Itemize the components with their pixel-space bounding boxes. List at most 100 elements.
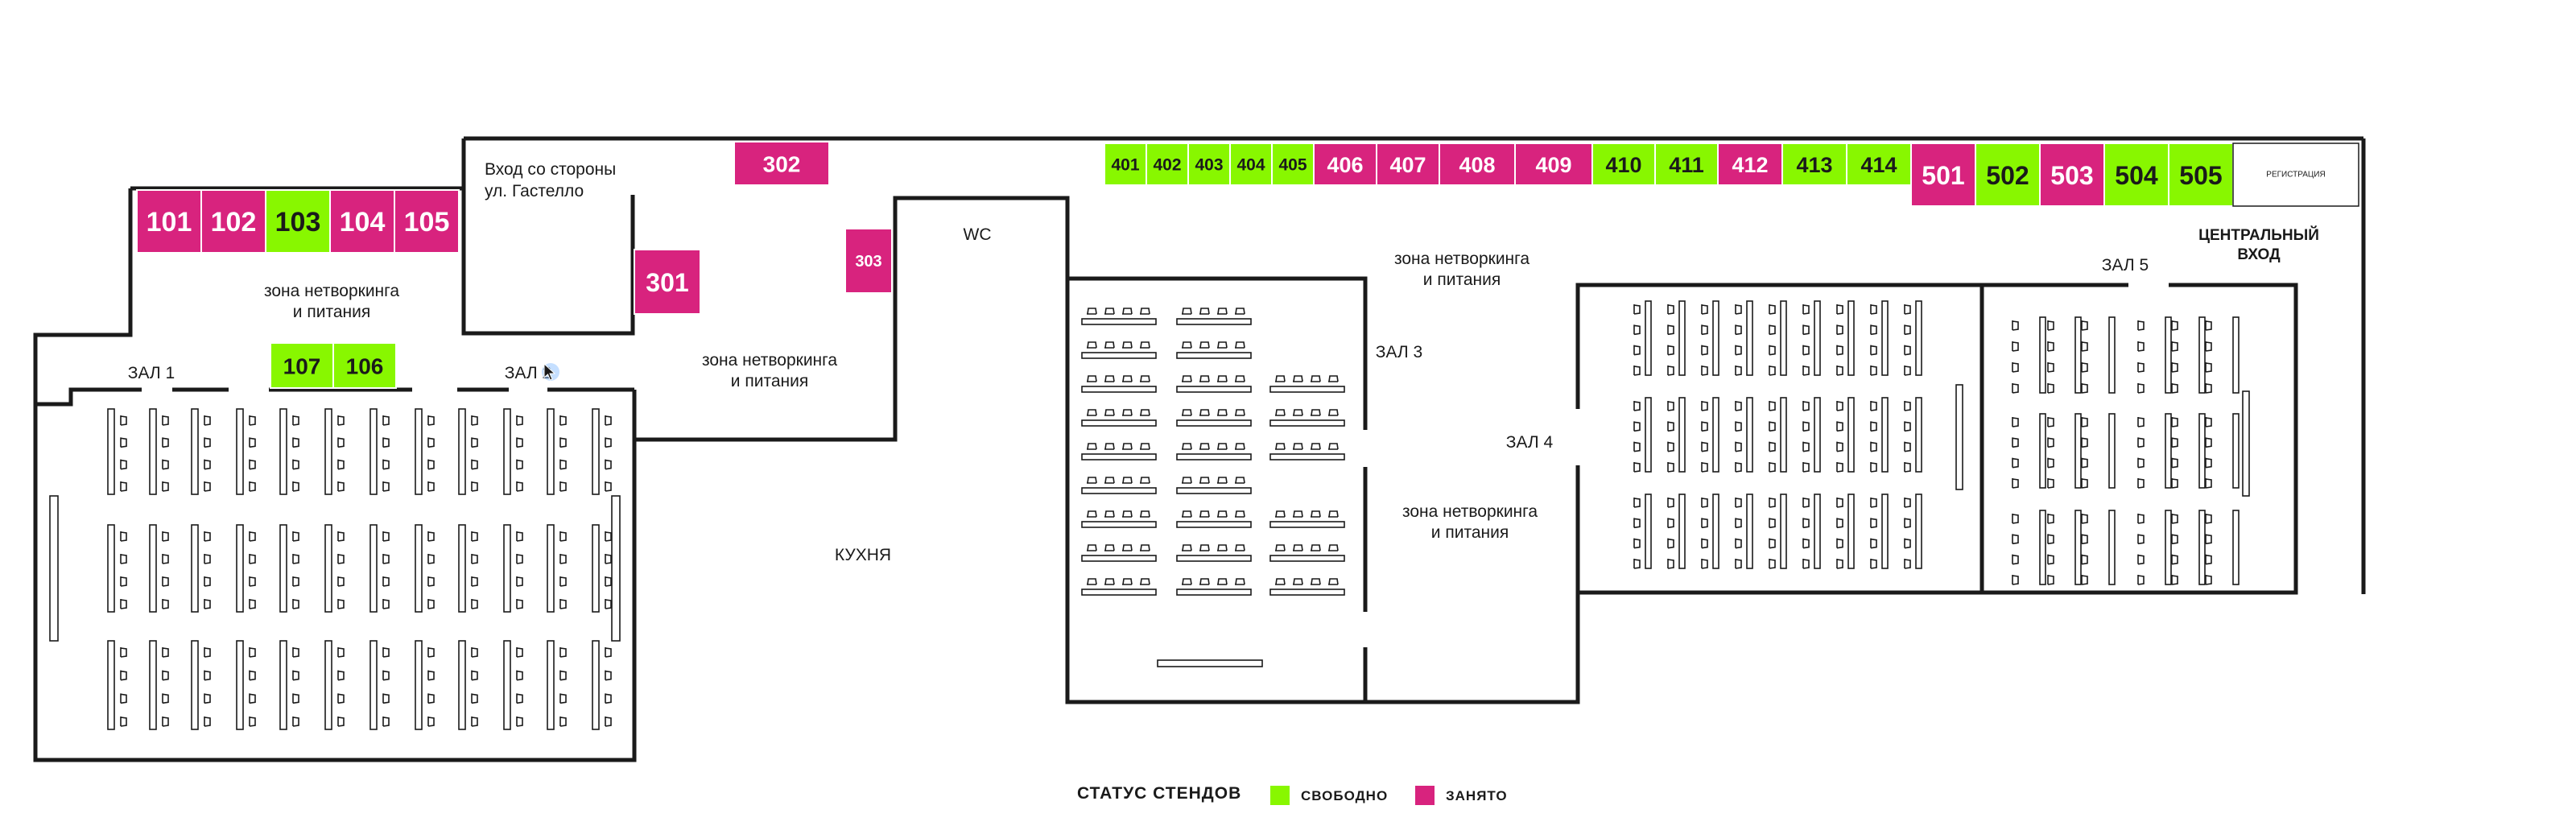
booth-406[interactable]: 406: [1313, 142, 1377, 186]
booth-408[interactable]: 408: [1439, 142, 1516, 186]
chair-icon: [1870, 345, 1877, 356]
booth-402-box[interactable]: [1146, 142, 1189, 186]
booth-402[interactable]: 402: [1146, 142, 1189, 186]
chair-icon: [1701, 345, 1708, 356]
chair-icon: [1293, 510, 1303, 518]
chair-icon: [1235, 510, 1245, 518]
chair-icon: [292, 415, 299, 426]
booth-501-box[interactable]: [1910, 142, 1976, 207]
booth-103-box[interactable]: [265, 189, 331, 254]
booth-301[interactable]: 301: [634, 249, 701, 315]
chair-icon: [1182, 341, 1192, 349]
chair-icon: [1904, 421, 1911, 432]
chair-icon: [1701, 538, 1708, 549]
booth-505[interactable]: 505: [2168, 142, 2234, 207]
booth-406-box[interactable]: [1313, 142, 1377, 186]
chair-icon: [1836, 366, 1843, 376]
booth-412[interactable]: 412: [1717, 142, 1783, 186]
chair-icon: [1182, 477, 1192, 484]
booth-409[interactable]: 409: [1514, 142, 1593, 186]
booth-504-box[interactable]: [2103, 142, 2169, 207]
wall-side-entrance: [461, 188, 635, 336]
chair-icon: [1311, 510, 1321, 518]
chair-icon: [1328, 409, 1339, 416]
chair-icon: [605, 717, 612, 727]
chair-icon: [1122, 443, 1133, 450]
booth-302-box[interactable]: [733, 141, 830, 186]
booth-501[interactable]: 501: [1910, 142, 1976, 207]
chair-icon: [1769, 345, 1776, 356]
booth-502[interactable]: 502: [1975, 142, 2041, 207]
chair-icon: [605, 670, 612, 681]
booth-404-box[interactable]: [1229, 142, 1273, 186]
booth-105-box[interactable]: [394, 189, 460, 254]
chair-icon: [292, 599, 299, 609]
registration-desk: РЕГИСТРАЦИЯ: [2232, 142, 2359, 207]
booth-414[interactable]: 414: [1846, 142, 1912, 186]
booth-503-box[interactable]: [2039, 142, 2105, 207]
booth-411-box[interactable]: [1654, 142, 1719, 186]
side-table: [1955, 384, 1963, 490]
chair-icon: [1904, 538, 1911, 549]
booth-101[interactable]: 101: [136, 189, 202, 254]
bench: [2165, 316, 2172, 394]
chair-icon: [1104, 443, 1115, 450]
chair-icon: [1275, 443, 1286, 450]
booth-411[interactable]: 411: [1654, 142, 1719, 186]
booth-303-box[interactable]: [844, 228, 893, 294]
chair-icon: [337, 554, 345, 564]
booth-103[interactable]: 103: [265, 189, 331, 254]
booth-301-box[interactable]: [634, 249, 701, 315]
booth-302[interactable]: 302: [733, 141, 830, 186]
booth-410-box[interactable]: [1591, 142, 1656, 186]
booth-104[interactable]: 104: [329, 189, 395, 254]
bench: [2232, 316, 2240, 394]
registration-label: РЕГИСТРАЦИЯ: [2266, 171, 2325, 180]
chair-icon: [249, 576, 256, 587]
booth-410[interactable]: 410: [1591, 142, 1656, 186]
booth-303[interactable]: 303: [844, 228, 893, 294]
booth-502-box[interactable]: [1975, 142, 2041, 207]
booth-107[interactable]: 107: [270, 342, 334, 389]
booth-413[interactable]: 413: [1781, 142, 1847, 186]
booth-106-box[interactable]: [332, 342, 397, 389]
booth-104-box[interactable]: [329, 189, 395, 254]
chair-icon: [2205, 437, 2212, 448]
chair-icon: [1633, 401, 1641, 411]
booth-101-box[interactable]: [136, 189, 202, 254]
booth-404[interactable]: 404: [1229, 142, 1273, 186]
bench: [1746, 300, 1753, 376]
booth-403-box[interactable]: [1187, 142, 1231, 186]
booth-504[interactable]: 504: [2103, 142, 2169, 207]
booth-407-box[interactable]: [1376, 142, 1440, 186]
booth-408-box[interactable]: [1439, 142, 1516, 186]
booth-102-box[interactable]: [200, 189, 266, 254]
booth-102[interactable]: 102: [200, 189, 266, 254]
booth-401[interactable]: 401: [1104, 142, 1147, 186]
booth-413-box[interactable]: [1781, 142, 1847, 186]
booth-407[interactable]: 407: [1376, 142, 1440, 186]
chair-icon: [2205, 417, 2212, 427]
booth-405-box[interactable]: [1271, 142, 1315, 186]
side-table: [49, 495, 59, 642]
booth-105[interactable]: 105: [394, 189, 460, 254]
booth-409-box[interactable]: [1514, 142, 1593, 186]
chair-icon: [1087, 578, 1097, 585]
chair-icon: [2205, 383, 2212, 394]
table: [1081, 419, 1157, 427]
booth-107-box[interactable]: [270, 342, 334, 389]
table: [1176, 419, 1252, 427]
booth-403[interactable]: 403: [1187, 142, 1231, 186]
booth-503[interactable]: 503: [2039, 142, 2105, 207]
booth-505-box[interactable]: [2168, 142, 2234, 207]
bench: [2074, 316, 2082, 394]
chair-icon: [1701, 441, 1708, 452]
chair-icon: [516, 437, 523, 448]
booth-412-box[interactable]: [1717, 142, 1783, 186]
booth-401-box[interactable]: [1104, 142, 1147, 186]
booth-414-box[interactable]: [1846, 142, 1912, 186]
booth-405[interactable]: 405: [1271, 142, 1315, 186]
chair-icon: [120, 647, 127, 658]
chair-icon: [1104, 375, 1115, 382]
booth-106[interactable]: 106: [332, 342, 397, 389]
